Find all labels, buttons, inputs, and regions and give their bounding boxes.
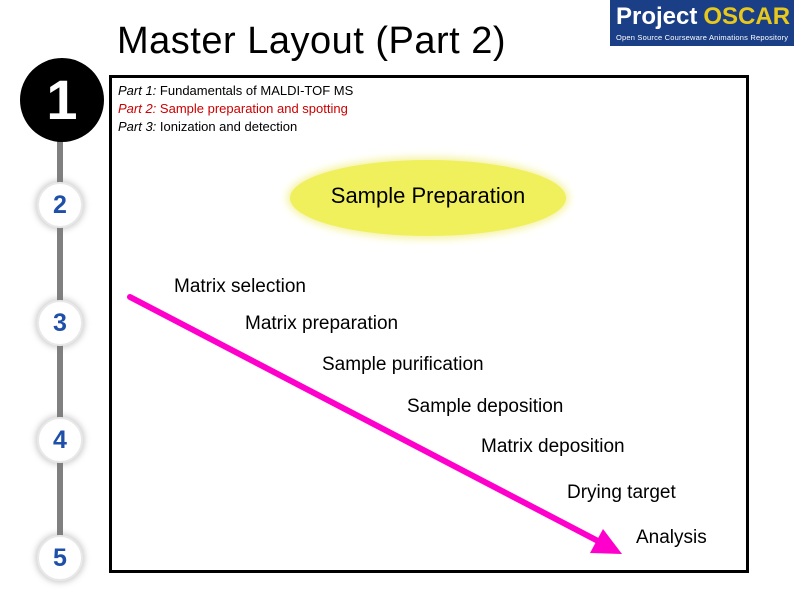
highlight-ellipse — [290, 160, 566, 236]
process-step-sample-deposition: Sample deposition — [407, 396, 564, 417]
process-step-matrix-deposition: Matrix deposition — [481, 436, 625, 457]
process-step-matrix-preparation: Matrix preparation — [245, 313, 399, 334]
part-2-text: Sample preparation and spotting — [159, 101, 348, 116]
parts-list: Part 1: Fundamentals of MALDI-TOF MS Par… — [118, 82, 353, 136]
highlight-title: Sample Preparation — [330, 183, 526, 208]
step-4-marker[interactable]: 4 — [37, 417, 83, 463]
process-step-analysis: Analysis — [636, 527, 707, 548]
part-2-prefix: Part 2: — [118, 101, 157, 116]
process-step-sample-purification: Sample purification — [322, 354, 484, 375]
process-step-matrix-selection: Matrix selection — [174, 276, 306, 297]
logo-word-oscar: OSCAR — [703, 3, 791, 31]
logo-word-project: Project — [616, 3, 698, 30]
step-5-marker[interactable]: 5 — [37, 535, 83, 581]
step-3-marker[interactable]: 3 — [37, 300, 83, 346]
part-1-prefix: Part 1: — [118, 83, 157, 98]
part-3-text: Ionization and detection — [159, 119, 298, 134]
step-2-marker[interactable]: 2 — [37, 182, 83, 228]
logo-tagline: Open Source Courseware Animations Reposi… — [616, 33, 789, 42]
part-3-prefix: Part 3: — [118, 119, 157, 134]
part-2-line: Part 2: Sample preparation and spotting — [118, 100, 353, 118]
step-1-marker[interactable]: 1 — [20, 58, 104, 142]
part-1-text: Fundamentals of MALDI-TOF MS — [159, 83, 354, 98]
process-step-drying-target: Drying target — [567, 482, 676, 503]
project-oscar-logo: Project OSCAR Open Source Courseware Ani… — [610, 0, 794, 46]
page-title: Master Layout (Part 2) — [117, 20, 507, 62]
part-3-line: Part 3: Ionization and detection — [118, 118, 353, 136]
content-frame — [109, 75, 749, 573]
part-1-line: Part 1: Fundamentals of MALDI-TOF MS — [118, 82, 353, 100]
